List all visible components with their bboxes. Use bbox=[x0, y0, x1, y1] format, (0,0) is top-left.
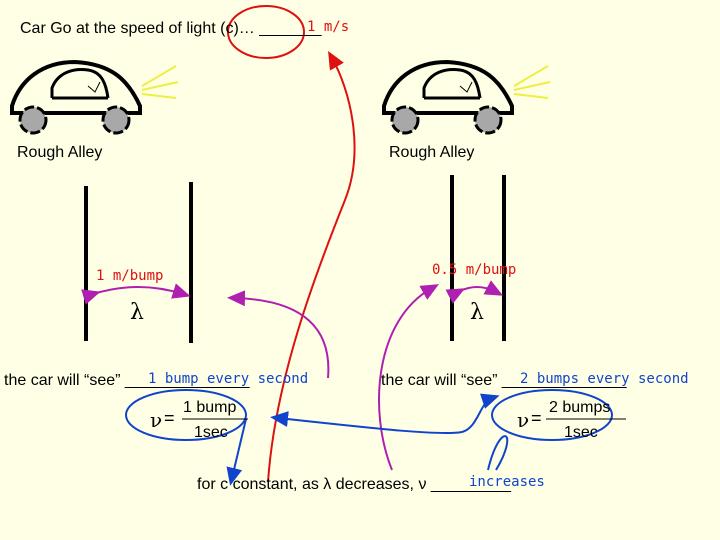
right-wavelength-arrow bbox=[445, 280, 504, 304]
title-prefix: Car Go at the speed of light (c)… bbox=[20, 20, 260, 37]
right-sees-answer: 2 bumps every second bbox=[520, 371, 689, 387]
left-formula-circle bbox=[125, 389, 247, 441]
left-sees-answer: 1 bump every second bbox=[148, 371, 309, 387]
right-car bbox=[382, 59, 551, 135]
right-sees-blank: ______________ bbox=[501, 372, 627, 389]
left-headlight-beam bbox=[141, 65, 179, 99]
left-sees-line: the car will “see” ______________ bbox=[4, 372, 250, 390]
left-formula-eq: = bbox=[164, 408, 175, 428]
right-formula-nu: ν bbox=[517, 408, 530, 432]
left-sees-blank: ______________ bbox=[124, 372, 250, 389]
left-lambda-symbol: λ bbox=[130, 300, 144, 325]
left-formula-nu: ν bbox=[150, 408, 163, 432]
left-car-body bbox=[10, 59, 142, 115]
left-car-steering bbox=[87, 81, 101, 93]
conclusion-blank: _________ bbox=[430, 476, 511, 493]
right-car-rear-wheel bbox=[390, 105, 420, 135]
right-headlight-beam bbox=[513, 65, 551, 99]
right-car-window bbox=[422, 68, 482, 99]
purple-arrow-to-left bbox=[227, 290, 330, 379]
blue-arrow-link bbox=[270, 393, 500, 435]
right-car-steering bbox=[459, 81, 473, 93]
right-sees-line: the car will “see” ______________ bbox=[381, 372, 627, 390]
left-spacing-label: 1 m/bump bbox=[96, 268, 164, 284]
left-formula-denominator: 1sec bbox=[194, 424, 228, 441]
left-car-front-wheel bbox=[101, 105, 131, 135]
blue-loop bbox=[487, 435, 509, 471]
right-car-front-wheel bbox=[473, 105, 503, 135]
red-answer-circle bbox=[227, 5, 305, 59]
conclusion-prefix: for c constant, as λ decreases, ν bbox=[197, 476, 431, 493]
right-sees-prefix: the car will “see” bbox=[381, 372, 502, 389]
conclusion-line: for c constant, as λ decreases, ν ______… bbox=[197, 476, 511, 494]
left-formula-numerator: 1 bump bbox=[183, 399, 237, 416]
title-blank: _______ bbox=[259, 20, 322, 37]
blue-arrow-down bbox=[226, 418, 247, 486]
title-line: Car Go at the speed of light (c)… ______… bbox=[20, 20, 322, 38]
left-car bbox=[10, 59, 179, 135]
left-car-window bbox=[50, 68, 110, 99]
right-formula-eq: = bbox=[531, 408, 542, 428]
left-wavelength-arrow bbox=[81, 283, 191, 305]
title-answer: 1 m/s bbox=[307, 19, 350, 35]
right-formula-denominator: 1sec bbox=[564, 424, 598, 441]
right-alley-label: Rough Alley bbox=[389, 144, 475, 161]
right-lambda-symbol: λ bbox=[470, 300, 484, 325]
left-alley-label: Rough Alley bbox=[17, 144, 103, 161]
right-car-body bbox=[382, 59, 514, 115]
right-formula-numerator: 2 bumps bbox=[549, 399, 611, 416]
left-car-rear-wheel bbox=[18, 105, 48, 135]
left-sees-prefix: the car will “see” bbox=[4, 372, 125, 389]
conclusion-answer: increases bbox=[469, 474, 545, 490]
purple-arrow-to-right bbox=[378, 284, 439, 471]
right-spacing-label: 0.5 m/bump bbox=[432, 262, 517, 278]
